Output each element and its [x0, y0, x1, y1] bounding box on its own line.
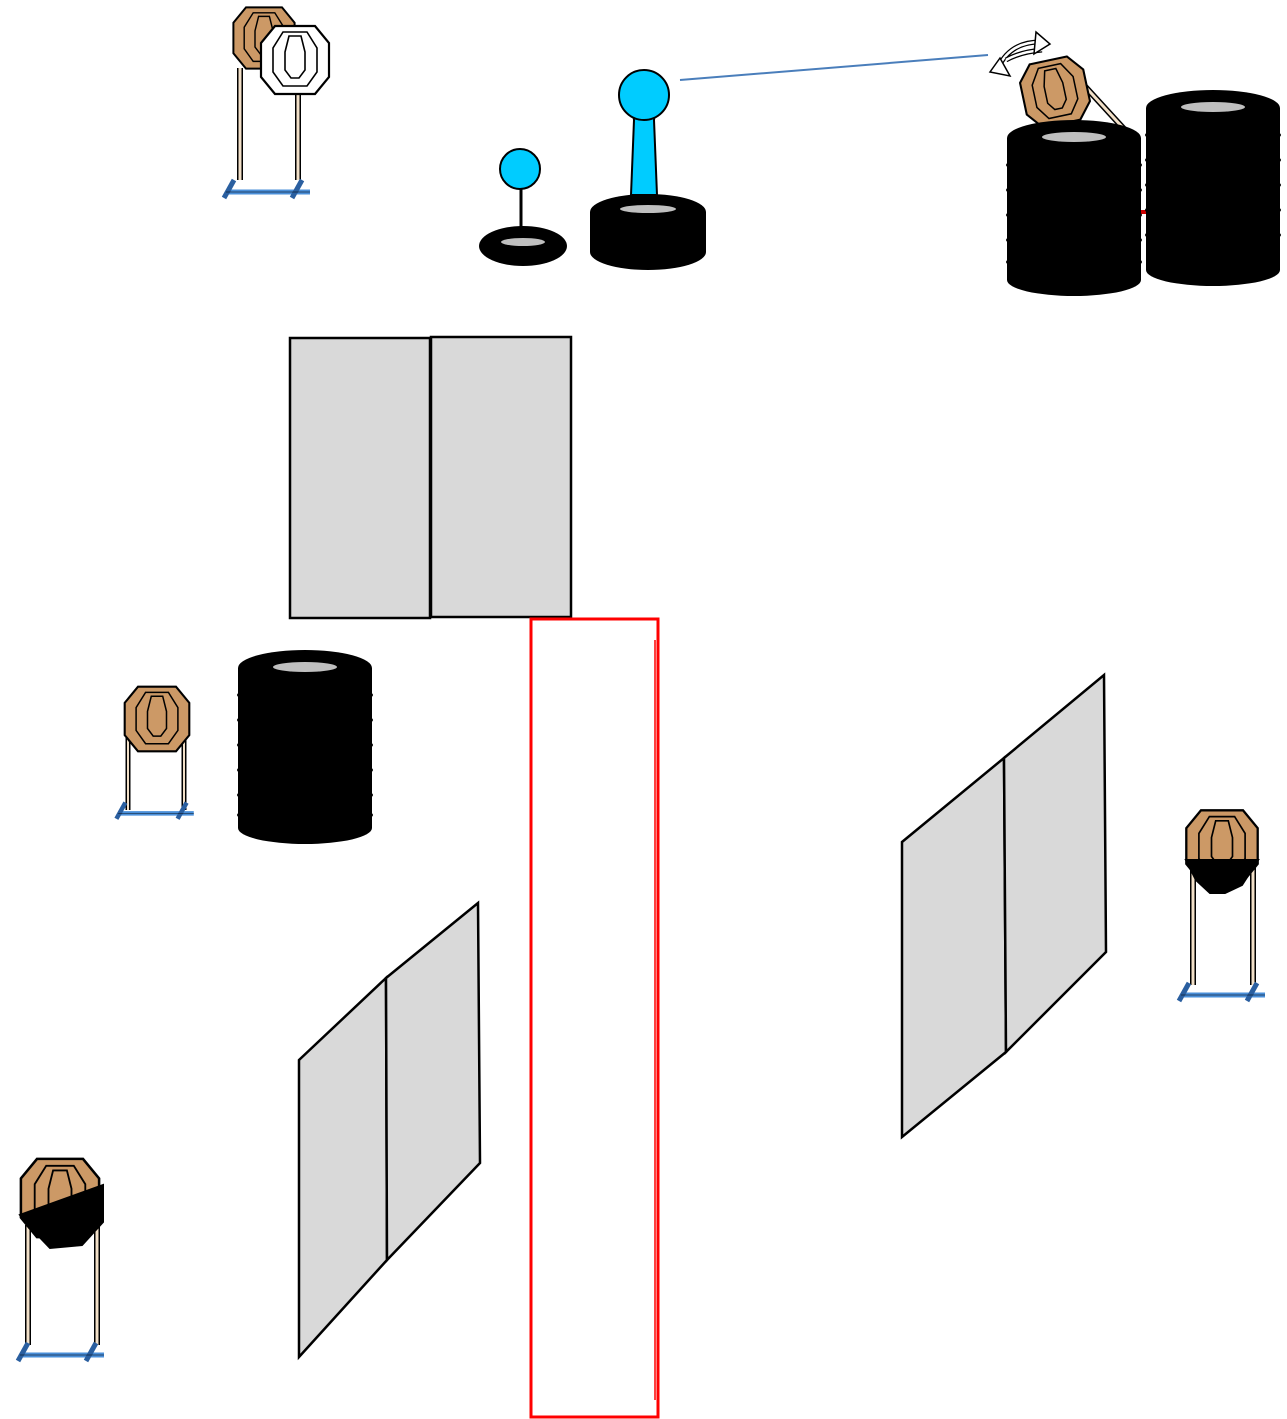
wall-top: [288, 335, 573, 620]
target-paper: [123, 685, 191, 753]
wall-angled-right: [900, 672, 1108, 1140]
swinging-target: [988, 30, 1128, 133]
no-shoot-target: [259, 24, 331, 96]
target-stand-top-left: [224, 6, 331, 198]
rotate-arrows-icon: [988, 30, 1052, 78]
target-paper: [1184, 809, 1260, 894]
target-stand-left: [116, 685, 193, 819]
wall-angled-left: [297, 900, 482, 1361]
partial-target-stand-right: [1179, 809, 1265, 1001]
target-paper: [18, 1157, 104, 1250]
activation-line: [679, 54, 989, 81]
partial-target-stand-bottom-left: [18, 1157, 104, 1361]
mini-popper: [479, 148, 567, 266]
shooting-area: [529, 617, 660, 1419]
barrel-stack-left: [237, 650, 373, 844]
barrel-stack-top-right: [1006, 90, 1281, 296]
hard-cover: [18, 1183, 104, 1250]
popper-on-tires: [590, 69, 706, 270]
hard-cover: [1184, 859, 1260, 894]
